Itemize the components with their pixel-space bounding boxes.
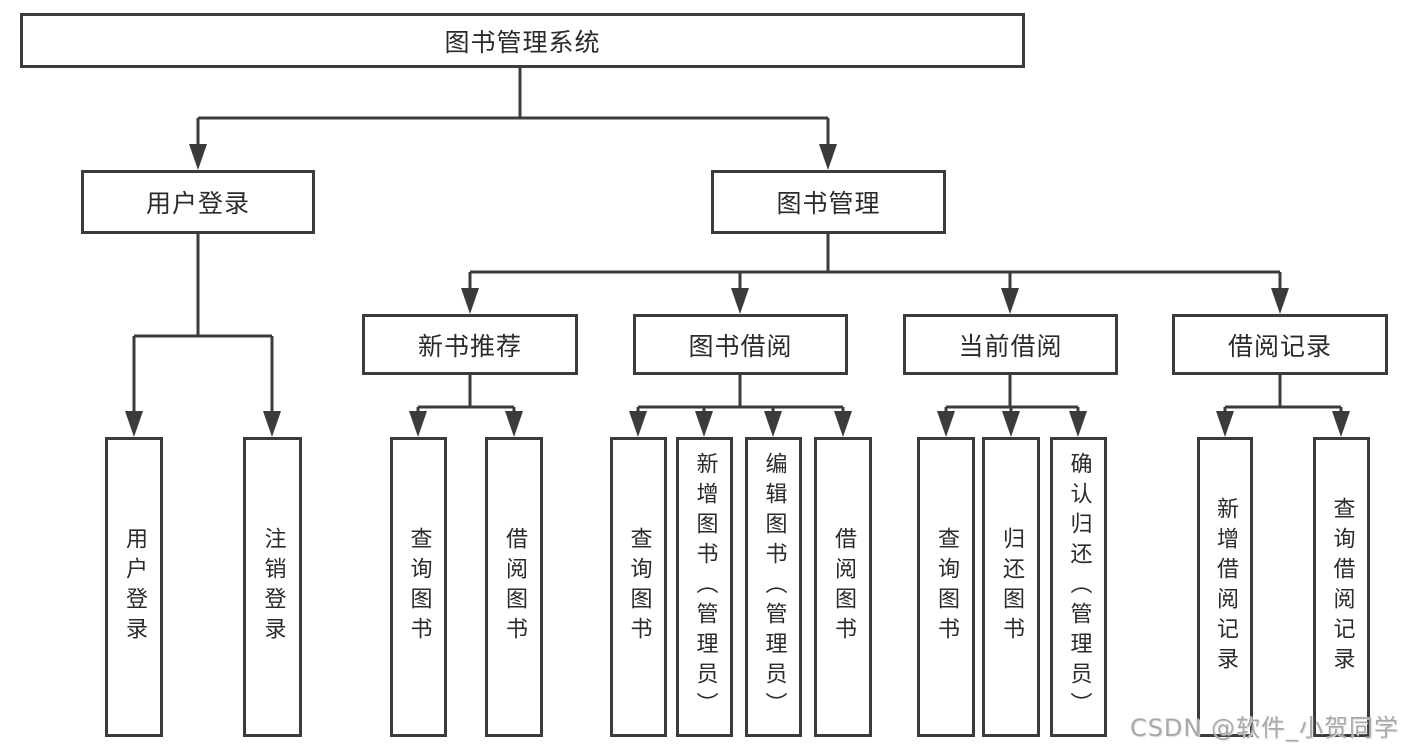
leaf-logout-login: 注销登录 (243, 437, 302, 737)
arrowhead (505, 411, 523, 437)
leaf-br-add-borrow-record-label: 新增借阅记录 (1213, 497, 1238, 677)
leaf-user-login: 用户登录 (105, 437, 163, 737)
node-current-borrow: 当前借阅 (903, 314, 1118, 375)
node-user-login-label: 用户登录 (145, 189, 250, 218)
arrowhead (1271, 288, 1289, 314)
arrowhead (695, 411, 713, 437)
node-book-borrow-label: 图书借阅 (688, 331, 793, 361)
arrowhead (834, 411, 852, 437)
leaf-bb-query-books: 查询图书 (610, 437, 667, 737)
leaf-cb-return-books: 归还图书 (982, 437, 1040, 737)
csdn-watermark: CSDN @软件_小贺同学 (1129, 714, 1399, 742)
node-user-login: 用户登录 (81, 170, 315, 234)
arrowhead (1002, 411, 1020, 437)
arrowhead (1216, 411, 1234, 437)
arrowhead (263, 411, 281, 437)
leaf-cb-query-books: 查询图书 (917, 437, 975, 737)
node-current-borrow-label: 当前借阅 (958, 331, 1063, 361)
leaf-nb-query-books-label: 查询图书 (406, 527, 432, 647)
leaf-cb-confirm-return-admin: 确认归还（管理员） (1050, 437, 1107, 737)
arrowhead (125, 411, 143, 437)
node-new-book-recommend-label: 新书推荐 (417, 331, 522, 361)
arrowhead (819, 144, 837, 170)
leaf-bb-borrow-books-label: 借阅图书 (831, 527, 856, 647)
arrowhead (1332, 411, 1350, 437)
arrowhead (937, 411, 955, 437)
leaf-bb-query-books-label: 查询图书 (626, 527, 652, 647)
arrowhead (629, 411, 647, 437)
leaf-br-query-borrow-record: 查询借阅记录 (1313, 437, 1370, 737)
arrowhead (409, 411, 427, 437)
arrowhead (1069, 411, 1087, 437)
leaf-logout-login-label: 注销登录 (260, 527, 286, 647)
leaf-bb-edit-books-admin: 编辑图书（管理员） (745, 437, 802, 737)
leaf-nb-borrow-books: 借阅图书 (485, 437, 543, 737)
node-book-management: 图书管理 (711, 170, 946, 234)
node-borrow-records-label: 借阅记录 (1227, 331, 1332, 361)
leaf-bb-borrow-books: 借阅图书 (814, 437, 872, 737)
leaf-cb-return-books-label: 归还图书 (999, 527, 1024, 647)
arrowhead (731, 288, 749, 314)
leaf-nb-borrow-books-label: 借阅图书 (502, 527, 527, 647)
leaf-br-add-borrow-record: 新增借阅记录 (1197, 437, 1253, 737)
leaf-user-login-label: 用户登录 (122, 527, 147, 647)
node-book-borrow: 图书借阅 (633, 314, 848, 375)
arrowhead (189, 144, 207, 170)
leaf-cb-query-books-label: 查询图书 (934, 527, 959, 647)
leaf-bb-add-books-admin: 新增图书（管理员） (676, 437, 733, 737)
arrowhead (461, 288, 479, 314)
node-book-management-label: 图书管理 (776, 189, 881, 218)
leaf-bb-edit-books-admin-label: 编辑图书（管理员） (761, 452, 787, 722)
node-root: 图书管理系统 (20, 13, 1025, 68)
leaf-br-query-borrow-record-label: 查询借阅记录 (1329, 497, 1355, 677)
node-root-label: 图书管理系统 (444, 27, 601, 57)
leaf-cb-confirm-return-admin-label: 确认归还（管理员） (1066, 452, 1092, 722)
node-borrow-records: 借阅记录 (1172, 314, 1388, 375)
leaf-bb-add-books-admin-label: 新增图书（管理员） (692, 452, 718, 722)
arrowhead (1001, 288, 1019, 314)
leaf-nb-query-books: 查询图书 (390, 437, 447, 737)
node-new-book-recommend: 新书推荐 (362, 314, 578, 375)
arrowhead (764, 411, 782, 437)
